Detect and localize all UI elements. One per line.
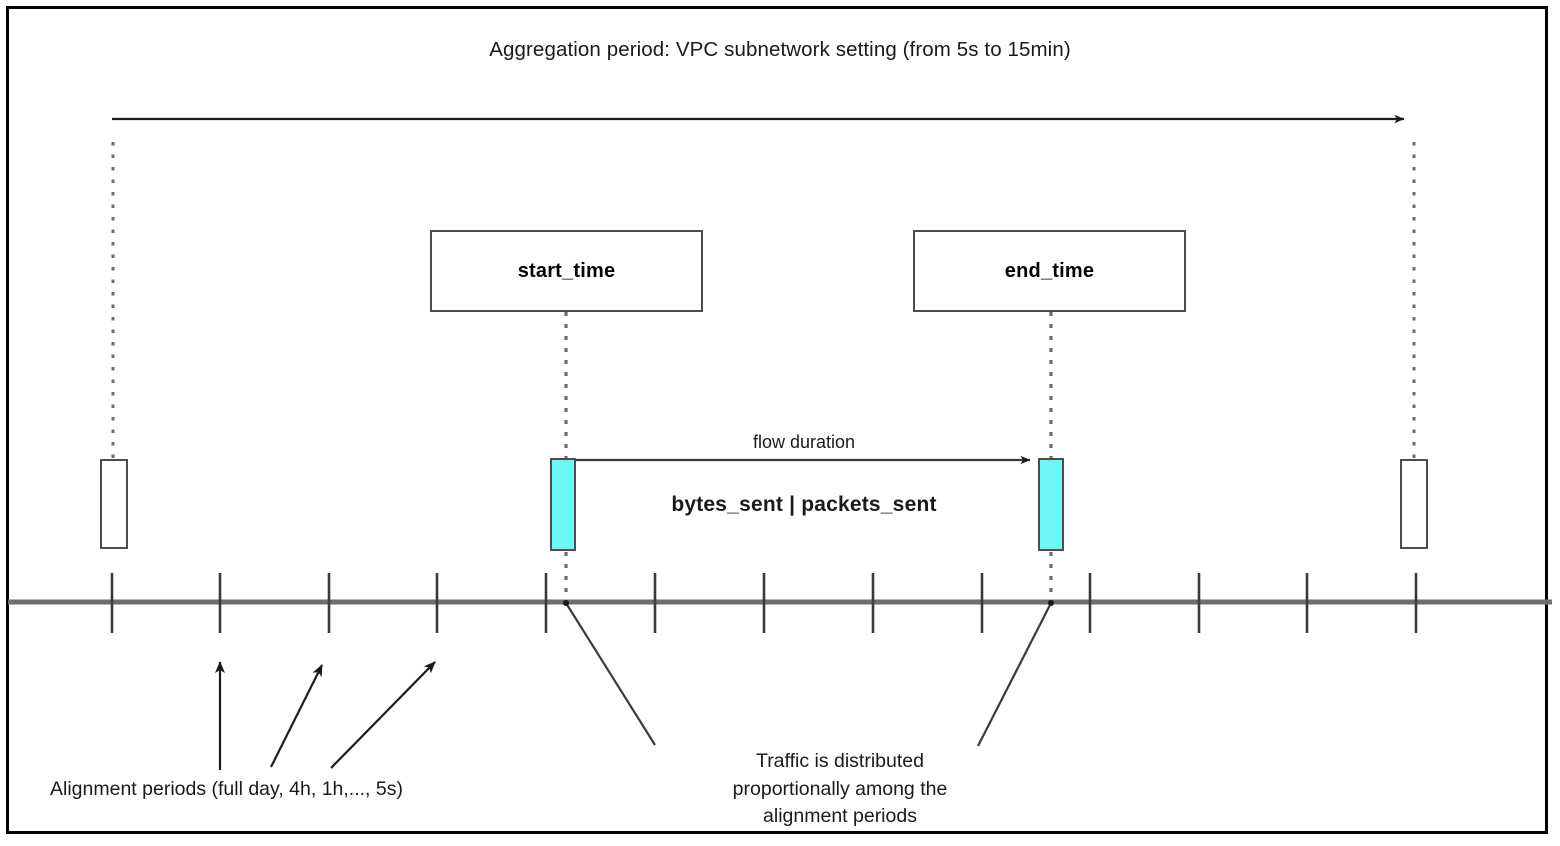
distribution-leader-left-dot bbox=[563, 600, 569, 606]
flow-metrics-label: bytes_sent | packets_sent bbox=[671, 493, 937, 516]
diagram-frame bbox=[6, 6, 1548, 834]
alignment-tick-marks bbox=[110, 573, 1418, 633]
period-boundary-bar-right bbox=[1400, 459, 1428, 549]
alignment-pointer-arrow-2 bbox=[270, 664, 323, 768]
start-time-box-label: start_time bbox=[517, 259, 616, 282]
traffic-distribution-caption: Traffic is distributed proportionally am… bbox=[690, 748, 990, 831]
start-time-box[interactable]: start_time bbox=[430, 230, 703, 312]
traffic-distribution-caption-line-3: alignment periods bbox=[763, 805, 917, 828]
flow-end-marker-bar bbox=[1038, 458, 1064, 551]
end-time-box-label: end_time bbox=[1004, 259, 1095, 282]
end-time-box[interactable]: end_time bbox=[913, 230, 1186, 312]
distribution-leader-right bbox=[977, 602, 1052, 747]
alignment-periods-caption: Alignment periods (full day, 4h, 1h,...,… bbox=[50, 778, 403, 800]
flow-duration-label: flow duration bbox=[752, 432, 856, 452]
traffic-distribution-caption-line-2: proportionally among the bbox=[732, 777, 948, 800]
traffic-distribution-caption-line-1: Traffic is distributed bbox=[756, 750, 924, 772]
flow-start-marker-bar bbox=[550, 458, 576, 551]
period-boundary-bar-left bbox=[100, 459, 128, 549]
distribution-leader-right-dot bbox=[1048, 600, 1054, 606]
alignment-pointer-arrow-3 bbox=[330, 661, 436, 769]
distribution-leader-left bbox=[565, 602, 656, 746]
diagram-title: Aggregation period: VPC subnetwork setti… bbox=[489, 38, 1071, 61]
